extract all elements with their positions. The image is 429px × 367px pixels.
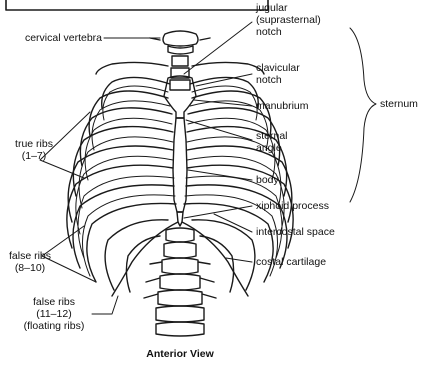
label-floating-ribs: false ribs (11–12) (floating ribs) [12, 296, 96, 332]
leader-lines [40, 22, 252, 314]
label-manubrium: manubrium [256, 100, 309, 112]
label-sternal-angle: sternal angle [256, 130, 288, 154]
leader-costal [226, 258, 252, 262]
label-sternum: sternum [380, 98, 418, 110]
frame-box [6, 0, 268, 10]
label-false-ribs: false ribs (8–10) [2, 250, 58, 274]
label-costal-cartilage: costal cartilage [256, 256, 326, 268]
label-cervical-vertebra: cervical vertebra [8, 32, 102, 44]
caption-anterior-view: Anterior View [120, 348, 240, 360]
leader-jugular [184, 22, 252, 74]
thoracic-spine [170, 56, 190, 90]
label-body: body [256, 174, 279, 186]
ribs-left [67, 77, 176, 292]
sternum-bracket [350, 28, 376, 202]
label-xiphoid-process: xiphoid process [256, 200, 329, 212]
label-jugular-notch: jugular (suprasternal) notch [256, 2, 321, 38]
label-true-ribs: true ribs (1–7) [6, 138, 62, 162]
label-intercostal-space: intercostal space [256, 226, 335, 238]
cervical-vertebra [150, 31, 210, 54]
leader-body [188, 170, 252, 180]
costal-margin [112, 222, 248, 296]
leader-intercostal [214, 214, 252, 232]
label-clavicular-notch: clavicular notch [256, 62, 300, 86]
lumbar-spine [144, 228, 216, 336]
